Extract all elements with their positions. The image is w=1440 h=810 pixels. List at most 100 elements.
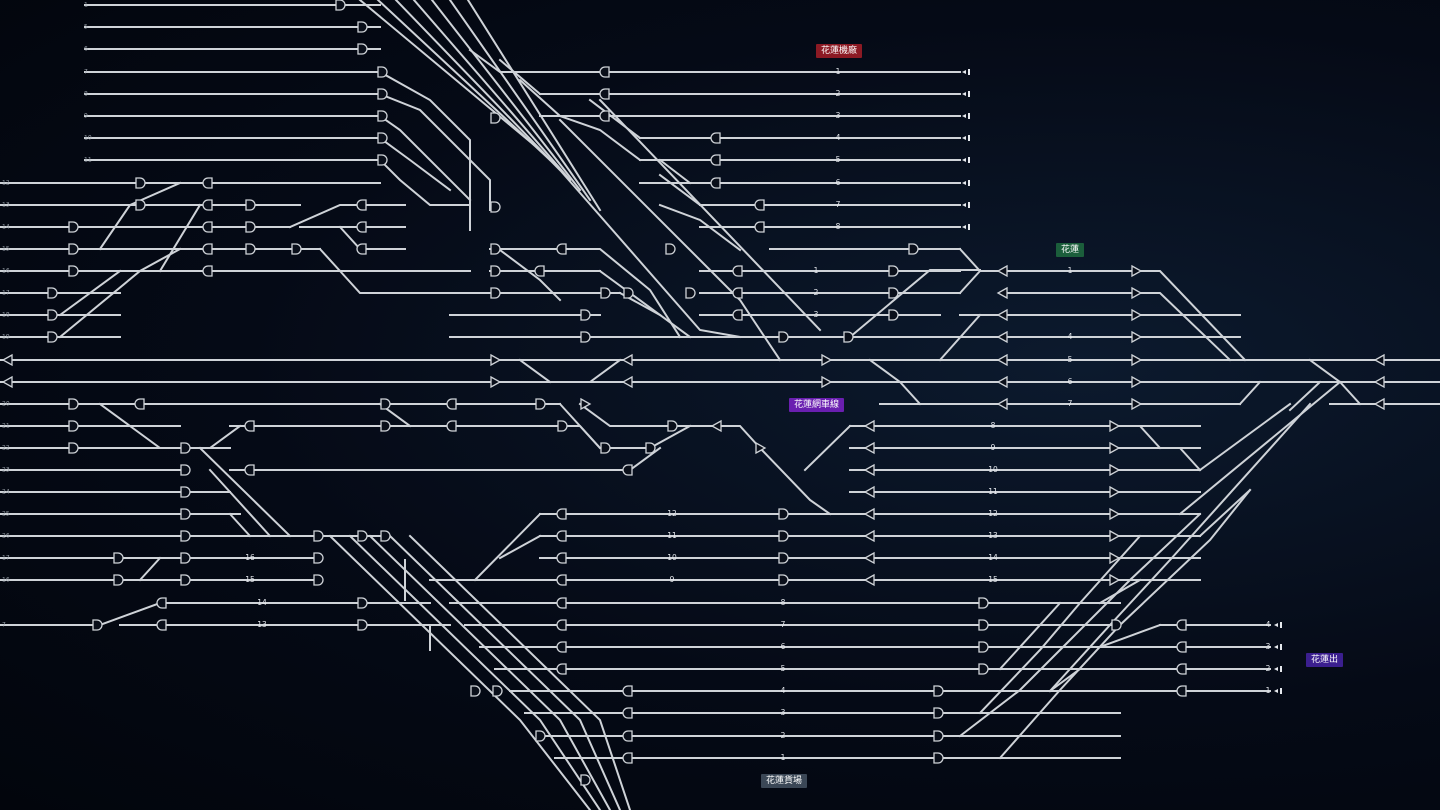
- signal-triangle-icon: [1109, 551, 1121, 565]
- signal-triangle-icon: [863, 485, 875, 499]
- track-segment: [498, 248, 562, 302]
- track-segment: [1048, 402, 1312, 693]
- signal-icon: [490, 112, 501, 124]
- signal-icon: [622, 685, 633, 697]
- signal-icon: [291, 243, 302, 255]
- signal-icon: [933, 685, 944, 697]
- signal-triangle-icon: [1109, 441, 1121, 455]
- track-segment: [338, 225, 406, 250]
- signal-icon: [556, 619, 567, 631]
- signal-triangle-icon: [863, 529, 875, 543]
- buffer-stop-icon: [968, 113, 970, 119]
- track-number: 12: [667, 509, 677, 518]
- signal-icon: [535, 398, 546, 410]
- signal-icon: [1176, 641, 1187, 653]
- track-segment: [58, 269, 122, 317]
- track-number: 1: [814, 266, 819, 275]
- signal-icon: [580, 309, 591, 321]
- buffer-arrow-icon: [1274, 623, 1278, 627]
- track-number: 6: [781, 642, 786, 651]
- signal-icon: [380, 420, 391, 432]
- track-segment: [138, 556, 162, 582]
- signal-icon: [446, 420, 457, 432]
- station-label-link[interactable]: 花蓮網車線: [789, 398, 845, 412]
- signal-icon: [754, 221, 765, 233]
- edge-track-label: 20: [2, 401, 10, 408]
- signal-icon: [710, 154, 721, 166]
- signal-icon: [446, 398, 457, 410]
- buffer-arrow-icon: [962, 181, 966, 185]
- signal-icon: [622, 752, 633, 764]
- buffer-stop-icon: [1280, 666, 1282, 672]
- signal-triangle-icon: [821, 375, 833, 389]
- signal-icon: [68, 398, 79, 410]
- edge-track-label: 10: [84, 135, 92, 142]
- signal-icon: [1176, 685, 1187, 697]
- edge-track-label: 12: [2, 180, 10, 187]
- signal-icon: [622, 730, 633, 742]
- track-segment: [378, 114, 472, 202]
- track-number: 5: [781, 664, 786, 673]
- track-segment: [588, 98, 642, 140]
- track-segment: [658, 203, 742, 252]
- station-label-south[interactable]: 花蓮貨場: [761, 774, 808, 788]
- signal-icon: [202, 243, 213, 255]
- signal-icon: [490, 201, 501, 213]
- track-number: 8: [836, 222, 841, 231]
- track-segment: [378, 158, 471, 206]
- track-segment: [328, 534, 592, 810]
- track-segment: [378, 136, 452, 192]
- signal-icon: [180, 508, 191, 520]
- signal-triangle-icon: [490, 375, 502, 389]
- signal-icon: [68, 265, 79, 277]
- signal-icon: [156, 619, 167, 631]
- edge-track-label: 19: [2, 334, 10, 341]
- track-number: 15: [245, 575, 255, 584]
- track-segment: [348, 534, 602, 810]
- signal-icon: [313, 552, 324, 564]
- edge-track-label: 22: [2, 445, 10, 452]
- signal-triangle-icon: [863, 441, 875, 455]
- track-segment: [558, 114, 642, 162]
- track-segment: [958, 269, 982, 295]
- track-number: 14: [988, 553, 998, 562]
- buffer-stop-icon: [1280, 644, 1282, 650]
- signal-icon: [665, 243, 676, 255]
- signal-icon: [377, 88, 388, 100]
- signal-icon: [754, 199, 765, 211]
- station-label-depot[interactable]: 花蓮機廠: [816, 44, 863, 58]
- track-segment: [498, 534, 542, 560]
- track-segment: [448, 0, 592, 202]
- signal-triangle-icon: [863, 551, 875, 565]
- signal-icon: [556, 574, 567, 586]
- signal-icon: [534, 265, 545, 277]
- track-segment: [539, 358, 622, 383]
- signal-icon: [180, 442, 191, 454]
- track-segment: [938, 313, 982, 362]
- track-number: 3: [1266, 642, 1271, 651]
- track-number: 11: [667, 531, 677, 540]
- signal-triangle-icon: [1109, 485, 1121, 499]
- buffer-arrow-icon: [962, 203, 966, 207]
- edge-track-label: 15: [2, 246, 10, 253]
- buffer-stop-icon: [968, 224, 970, 230]
- edge-track-label: 17: [2, 290, 10, 297]
- signal-triangle-icon: [863, 463, 875, 477]
- station-label-hualien[interactable]: 花蓮: [1056, 243, 1085, 257]
- signal-triangle-icon: [1373, 375, 1385, 389]
- track-segment: [1198, 402, 1292, 472]
- track-segment: [518, 358, 552, 384]
- track-number: 13: [988, 531, 998, 540]
- signal-icon: [356, 243, 367, 255]
- track-number: 4: [836, 133, 841, 142]
- edge-track-label: 21: [2, 423, 10, 430]
- track-number: 4: [1266, 620, 1271, 629]
- station-label-exit[interactable]: 花蓮出: [1306, 653, 1344, 667]
- track-number: 15: [988, 575, 998, 584]
- track-segment: [98, 602, 321, 627]
- track-segment: [498, 58, 542, 96]
- signal-icon: [556, 641, 567, 653]
- signal-icon: [180, 486, 191, 498]
- track-number: 3: [781, 708, 786, 717]
